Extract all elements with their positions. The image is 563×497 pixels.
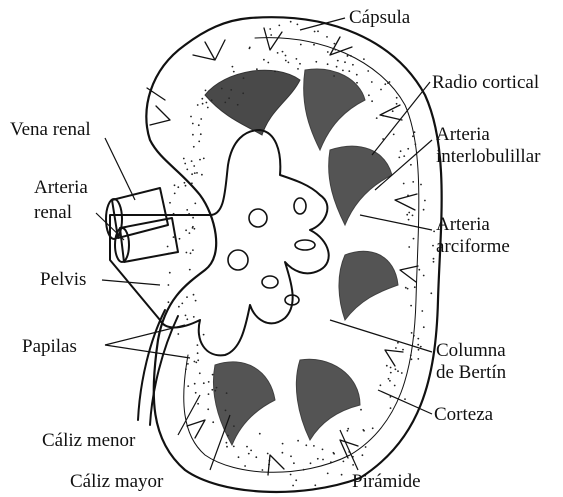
label-pelvis: Pelvis (40, 269, 86, 290)
label-columna-bertin-2: de Bertín (436, 362, 507, 383)
label-arteria-arciforme-2: arciforme (436, 236, 510, 257)
label-capsula: Cápsula (349, 7, 411, 28)
label-caliz-mayor: Cáliz mayor (70, 471, 164, 492)
pyramid-lower (214, 362, 275, 445)
label-arteria-interlobulillar-1: Arteria (436, 124, 490, 145)
label-corteza: Corteza (434, 404, 494, 425)
ureter (138, 310, 178, 425)
renal-vessels (106, 188, 178, 425)
label-caliz-menor: Cáliz menor (42, 430, 136, 451)
pyramid-upper-right (304, 69, 365, 150)
pyramid-right-2 (339, 251, 398, 320)
label-columna-bertin-1: Columna (436, 340, 506, 361)
label-vena-renal: Vena renal (10, 119, 91, 140)
calyx-openings (228, 198, 315, 305)
pyramid-upper (205, 70, 300, 135)
label-piramide: Pirámide (352, 471, 421, 492)
pyramids (205, 69, 398, 445)
label-radio-cortical: Radio cortical (432, 72, 539, 93)
pyramid-right-1 (329, 146, 392, 225)
label-arteria-interlobulillar-2: interlobulillar (436, 146, 541, 167)
label-papilas: Papilas (22, 336, 77, 357)
label-arteria-renal-1: Arteria (34, 177, 88, 198)
pyramid-lower-right (296, 359, 360, 440)
kidney-illustration (106, 17, 442, 492)
label-arteria-arciforme-1: Arteria (436, 214, 490, 235)
label-arteria-renal-2: renal (34, 202, 72, 223)
